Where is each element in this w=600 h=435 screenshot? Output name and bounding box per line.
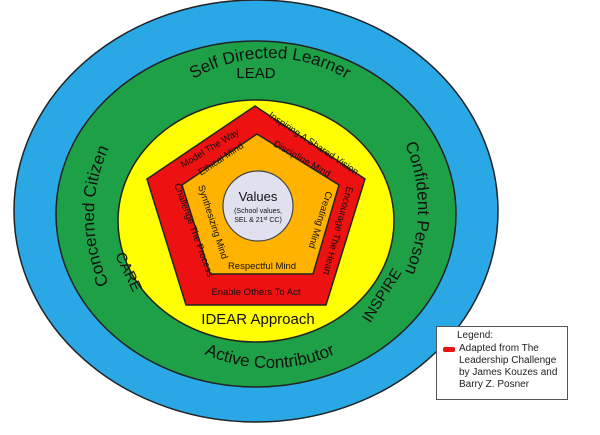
green-label-top: LEAD bbox=[236, 65, 275, 82]
orange-label-bottom: Respectful Mind bbox=[228, 261, 296, 272]
values-circle bbox=[222, 170, 294, 242]
legend-entry: Adapted from The Leadership Challenge by… bbox=[443, 343, 563, 391]
red-label-bottom: Enable Others To Act bbox=[211, 287, 300, 298]
legend-entry-text: Adapted from The Leadership Challenge by… bbox=[459, 343, 558, 390]
center-line-2: SEL & 21st CC) bbox=[234, 216, 282, 224]
center-line-2-end: CC) bbox=[267, 217, 281, 224]
center-line-1: (School values, bbox=[234, 208, 282, 215]
legend-title: Legend: bbox=[457, 330, 494, 341]
legend-box: Legend: Adapted from The Leadership Chal… bbox=[436, 326, 568, 400]
center-line-2-main: SEL & 21 bbox=[234, 217, 263, 224]
yellow-label-bottom: IDEAR Approach bbox=[201, 311, 314, 328]
legend-swatch-red bbox=[443, 347, 455, 352]
center-line-2-sup: st bbox=[264, 216, 269, 222]
center-title: Values bbox=[239, 189, 278, 204]
